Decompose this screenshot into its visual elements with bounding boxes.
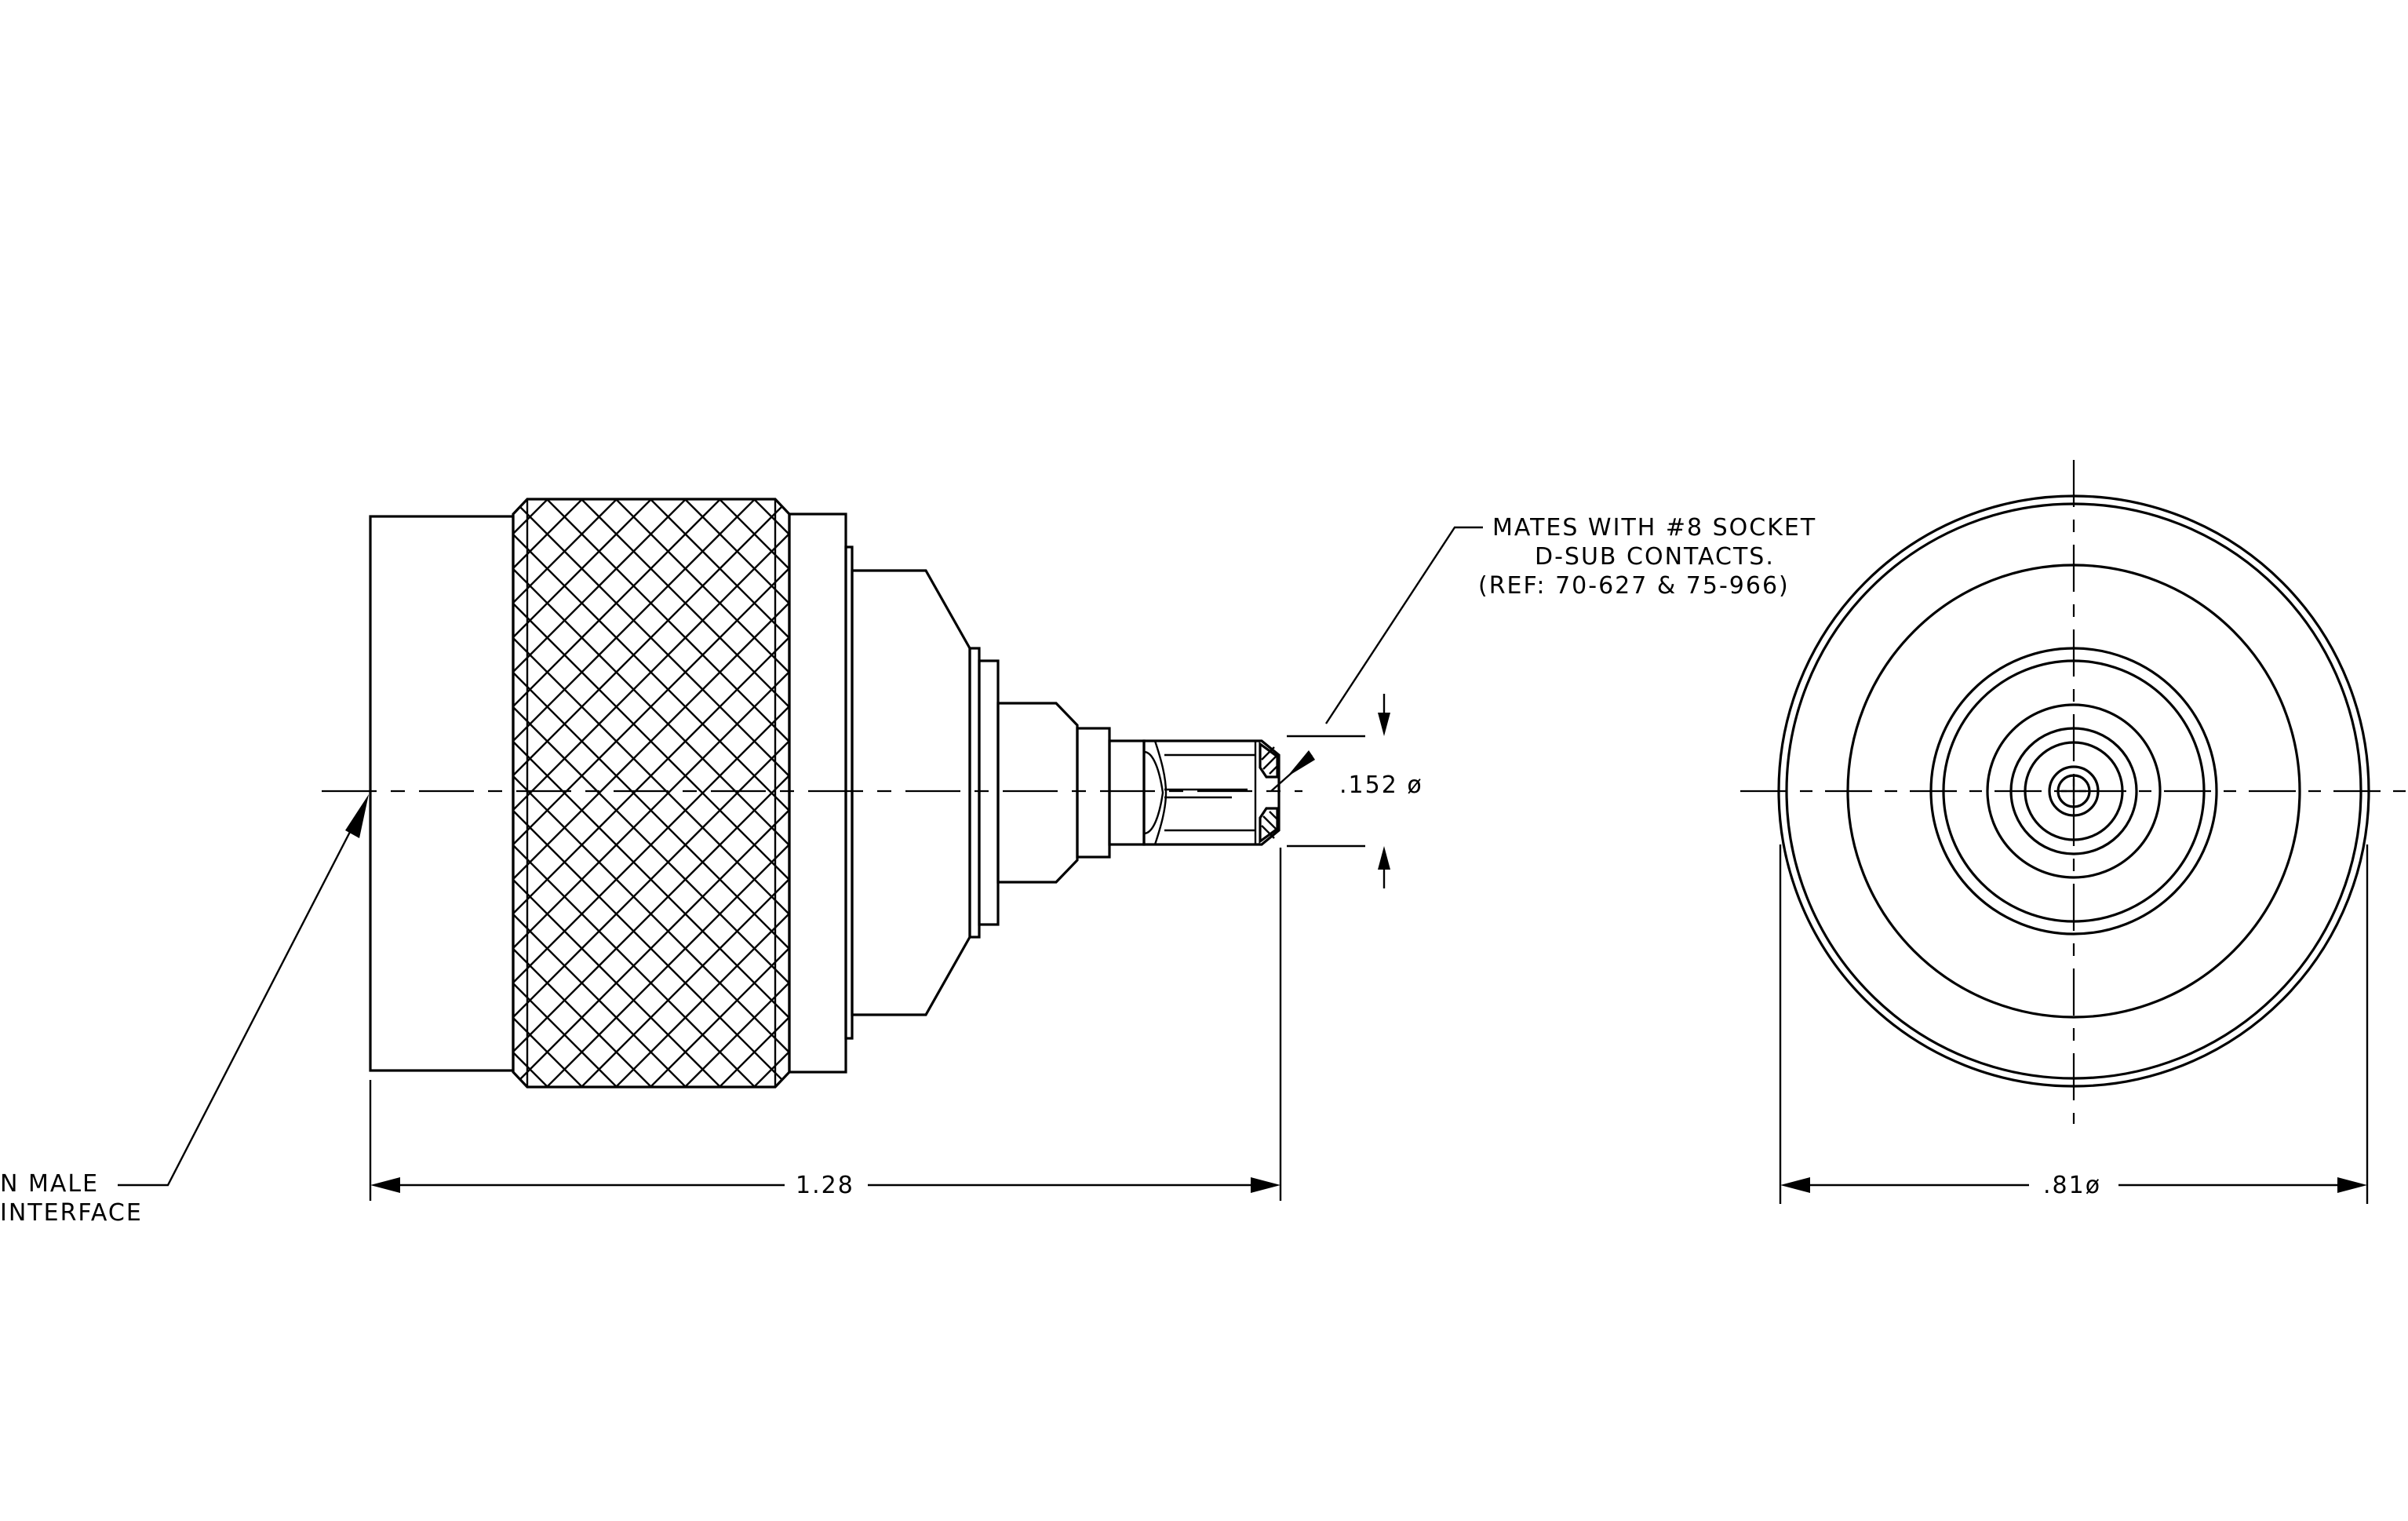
knurl-line (927, 499, 1514, 1087)
knurl-line (513, 499, 789, 1087)
knurl-line (753, 499, 789, 1087)
knurl-line (719, 499, 789, 1087)
knurl-line (684, 499, 789, 1087)
pin-base (1108, 739, 1146, 846)
knurl-line (546, 499, 789, 1087)
knurled-coupling-nut (512, 498, 1514, 1089)
tapered-body (851, 569, 971, 1016)
knurl-line (823, 499, 1411, 1087)
mates-note-line2: D-SUB CONTACTS. (1535, 543, 1775, 571)
contact-diameter-label: .152 ø (1339, 771, 1423, 799)
knurl-line (513, 499, 789, 1087)
mates-note-line1: MATES WITH #8 SOCKET (1492, 514, 1816, 542)
knurl-line (513, 499, 789, 1087)
knurl-pattern (513, 499, 1514, 1087)
knurl-line (788, 499, 789, 1087)
side-view (322, 498, 1514, 1089)
socket-contact (1142, 739, 1281, 846)
nut-flange (788, 512, 847, 1074)
body-diameter-label: .81ø (2043, 1172, 2101, 1199)
knurl-line (581, 499, 789, 1087)
knurl-line (546, 499, 789, 1087)
overall-length-dimension: 1.28 (369, 848, 1282, 1201)
interface-sleeve (369, 515, 515, 1072)
stepped-shank (996, 702, 1079, 884)
knurl-line (684, 499, 789, 1087)
knurl-line (615, 499, 789, 1087)
knurl-line (513, 499, 617, 1087)
knurl-line (513, 499, 789, 1087)
knurl-line (581, 499, 789, 1087)
mates-with-note: MATES WITH #8 SOCKET D-SUB CONTACTS. (RE… (1270, 514, 1816, 792)
contact-diameter-dimension: .152 ø (1287, 694, 1423, 888)
knurl-line (513, 499, 514, 1087)
knurl-line (823, 499, 1411, 1087)
knurl-line (513, 499, 583, 1087)
knurl-line (513, 499, 617, 1087)
knurl-line (513, 499, 548, 1087)
knurl-line (719, 499, 789, 1087)
knurl-line (927, 499, 1514, 1087)
knurl-line (513, 499, 789, 1087)
knurl-line (513, 499, 789, 1087)
knurl-line (513, 499, 756, 1087)
interface-note-line1: N MALE (0, 1170, 99, 1198)
knurl-line (513, 499, 789, 1087)
dielectric-ring (1986, 703, 2162, 879)
knurl-line (513, 499, 789, 1087)
knurl-line (513, 499, 789, 1087)
knurl-line (513, 499, 687, 1087)
knurl-line (513, 499, 721, 1087)
shank-neck (1076, 727, 1111, 859)
body-diameter-dimension: .81ø (1779, 844, 2369, 1204)
knurl-line (513, 499, 652, 1087)
knurl-line (753, 499, 789, 1087)
knurl-line (513, 499, 756, 1087)
interface-note: N MALE INTERFACE (0, 794, 369, 1227)
contact-tip-hatch (1259, 741, 1279, 844)
interface-note-line2: INTERFACE (0, 1199, 143, 1227)
knurl-line (513, 499, 514, 1087)
knurl-line (513, 499, 652, 1087)
knurl-line (513, 499, 583, 1087)
knurl-line (615, 499, 789, 1087)
knurl-line (650, 499, 789, 1087)
knurl-line (513, 499, 548, 1087)
collar-ring (968, 647, 981, 939)
collar (978, 659, 1000, 926)
knurl-line (650, 499, 789, 1087)
end-view (1740, 460, 2406, 1124)
knurl-line (513, 499, 789, 1087)
knurl-line (788, 499, 789, 1087)
knurl-line (513, 499, 687, 1087)
mates-note-line3: (REF: 70-627 & 75-966) (1478, 572, 1790, 600)
knurl-line (513, 499, 789, 1087)
knurl-line (513, 499, 721, 1087)
knurl-line (513, 499, 789, 1087)
overall-length-label: 1.28 (796, 1172, 854, 1199)
